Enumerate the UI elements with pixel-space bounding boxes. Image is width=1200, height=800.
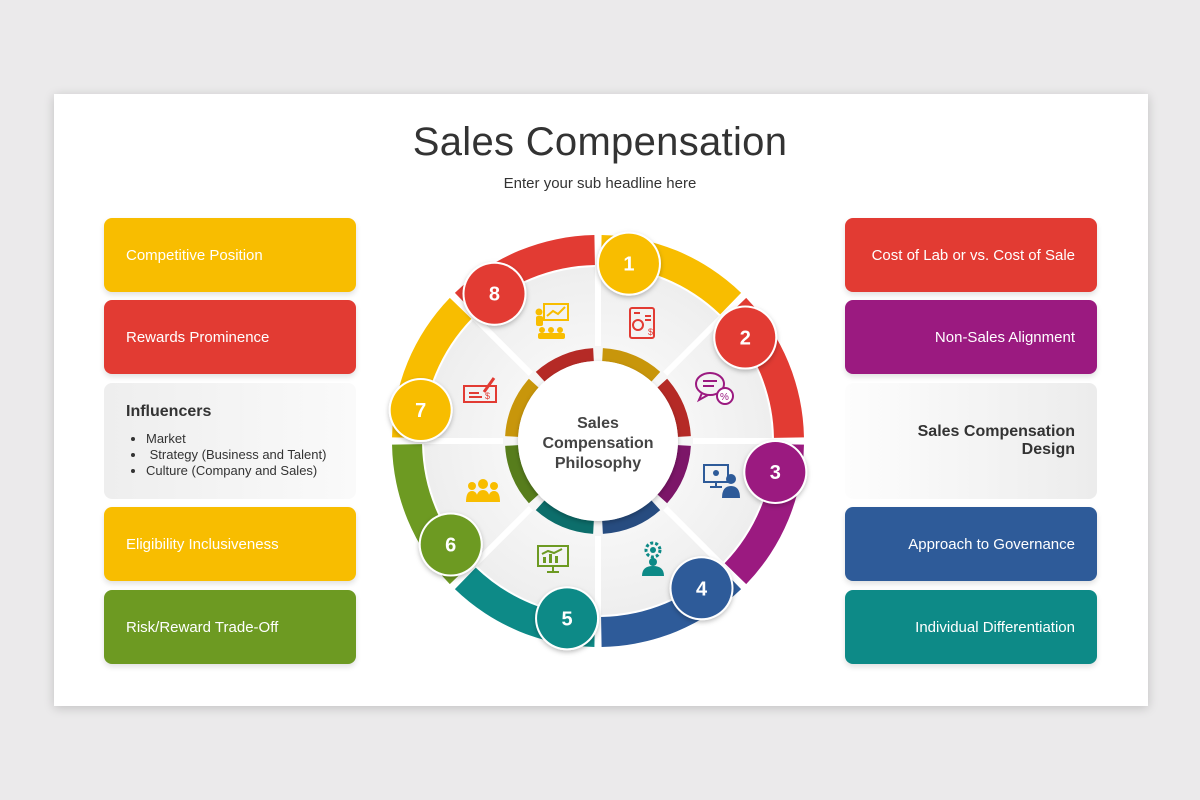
- badge-number: 5: [561, 608, 572, 630]
- badge-number: 6: [445, 535, 456, 557]
- page-title: Sales Compensation: [412, 120, 788, 164]
- team-icon: [466, 479, 500, 502]
- number-badge-5: 5: [535, 586, 600, 651]
- badge-fill: [390, 380, 451, 441]
- chat-percent-icon: %: [695, 372, 734, 405]
- left-item-label: Competitive Position: [126, 246, 263, 264]
- page-subtitle: Enter your sub headline here: [503, 175, 697, 192]
- segment-divider: [663, 293, 746, 376]
- right-item-label: Non-Sales Alignment: [934, 328, 1075, 346]
- number-badge-1: 1: [596, 231, 661, 296]
- manager-gear-icon: [642, 541, 664, 576]
- inner-ring-segment: [535, 500, 594, 534]
- svg-text:$: $: [485, 391, 490, 401]
- inner-ring: [505, 348, 691, 534]
- number-badge-2: 2: [713, 305, 778, 370]
- center-text-line: Compensation: [542, 435, 653, 452]
- segment-divider: [450, 293, 533, 376]
- inner-ring-segment: [602, 348, 661, 382]
- badge-number: 1: [623, 254, 634, 276]
- number-badge-8: 8: [462, 261, 527, 326]
- number-badge-7: 7: [388, 378, 453, 443]
- segment-divider: [450, 506, 533, 589]
- left-item-competitive-position: Competitive Position: [104, 218, 356, 292]
- monitor-user-icon: [703, 464, 740, 498]
- influencer-bullet: Culture (Company and Sales): [146, 463, 356, 479]
- left-item-label: Risk/Reward Trade-Off: [126, 618, 279, 636]
- badge-number: 3: [770, 462, 781, 484]
- right-item-governance: Approach to Governance: [845, 507, 1097, 581]
- number-badge-3: 3: [743, 439, 808, 504]
- badge-fill: [745, 441, 806, 502]
- badge-fill: [464, 263, 525, 324]
- inner-ring-segment: [535, 348, 594, 382]
- influencer-bullet: Market: [146, 431, 356, 447]
- svg-text:%: %: [720, 392, 729, 403]
- influencer-bullet: Strategy (Business and Talent): [146, 447, 356, 463]
- left-item-risk-reward: Risk/Reward Trade-Off: [104, 590, 356, 664]
- left-item-eligibility-inclusiveness: Eligibility Inclusiveness: [104, 507, 356, 581]
- influencers-list: Market Strategy (Business and Talent) Cu…: [126, 431, 356, 479]
- right-item-cost-of-labor: Cost of Lab or vs. Cost of Sale: [845, 218, 1097, 292]
- number-badge-4: 4: [669, 556, 734, 621]
- report-icon: $: [629, 307, 655, 339]
- left-item-label: Rewards Prominence: [126, 328, 270, 346]
- inner-ring-segment: [602, 500, 661, 534]
- right-item-label: Individual Differentiation: [915, 618, 1075, 636]
- badge-fill: [671, 558, 732, 619]
- chart-monitor-icon: [537, 545, 569, 573]
- right-item-label: Approach to Governance: [908, 535, 1075, 553]
- badge-fill: [598, 233, 659, 294]
- svg-text:$: $: [648, 327, 653, 337]
- right-item-label: Sales Compensation Design: [917, 423, 1075, 458]
- right-item-label: Cost of Lab or vs. Cost of Sale: [871, 246, 1075, 264]
- number-badges: 1 2 3 4 5 6 7 8: [388, 231, 808, 651]
- left-item-rewards-prominence: Rewards Prominence: [104, 300, 356, 374]
- right-item-differentiation: Individual Differentiation: [845, 590, 1097, 664]
- number-badge-6: 6: [418, 512, 483, 577]
- right-item-non-sales-alignment: Non-Sales Alignment: [845, 300, 1097, 374]
- cheque-icon: $: [463, 377, 497, 403]
- badge-number: 8: [489, 284, 500, 306]
- center-circle: [518, 361, 678, 521]
- badge-number: 7: [415, 400, 426, 422]
- badge-number: 2: [740, 327, 751, 349]
- left-item-label: Eligibility Inclusiveness: [126, 535, 279, 553]
- right-item-design: Sales Compensation Design: [845, 383, 1097, 499]
- influencers-heading: Influencers: [126, 403, 212, 420]
- inner-ring-segment: [505, 445, 539, 504]
- center-text-line: Sales: [577, 415, 619, 432]
- ring-dividers: [392, 235, 804, 647]
- segment-divider: [663, 506, 746, 589]
- badge-fill: [715, 307, 776, 368]
- inner-ring-segment: [657, 445, 691, 504]
- badge-fill: [537, 588, 598, 649]
- inner-ring-segment: [505, 378, 539, 437]
- influencers-box: Influencers Market Strategy (Business an…: [104, 383, 356, 499]
- badge-fill: [420, 514, 481, 575]
- center-text-line: Philosophy: [555, 455, 641, 472]
- presentation-icon: [535, 303, 569, 339]
- inner-ring-segment: [657, 378, 691, 437]
- badge-number: 4: [696, 578, 708, 600]
